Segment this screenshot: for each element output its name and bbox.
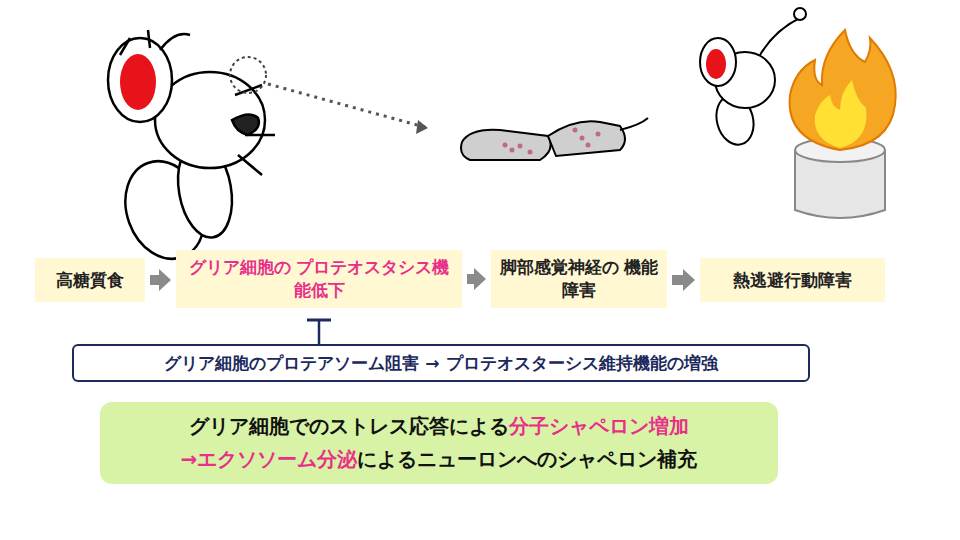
- intervention-box: グリア細胞のプロテアソーム阻害 → プロテオスターシス維持機能の増強: [72, 344, 810, 382]
- process-box: 脚部感覚神経の 機能障害: [491, 250, 667, 308]
- inhibition-line: [318, 320, 321, 344]
- mechanism-box: グリア細胞でのストレス応答による分子シャペロン増加→エクソソーム分泌によるニュー…: [100, 402, 778, 484]
- node-text: 熱逃避行動障害: [733, 269, 852, 292]
- connector: [467, 268, 486, 290]
- flame-inner: [815, 80, 867, 148]
- process-box: 熱逃避行動障害: [700, 258, 885, 302]
- process-box: 高糖質食: [35, 258, 145, 302]
- node-text: 高糖質食: [56, 269, 124, 292]
- text-line: グリア細胞でのストレス応答による分子シャペロン増加: [189, 410, 689, 443]
- zoom-arrowhead: [416, 120, 428, 134]
- process-box: グリア細胞の プロテオスタシス機能低下: [176, 250, 462, 308]
- connector: [150, 269, 171, 291]
- connector: [672, 269, 695, 291]
- flow-arrow: [672, 269, 695, 291]
- node-text: 分子シャペロン増加: [509, 414, 689, 438]
- text-line: →エクソソーム分泌によるニューロンへのシャペロン補充: [181, 443, 698, 476]
- node-text: によるニューロンへのシャペロン補充: [357, 447, 697, 471]
- flame-outer: [790, 30, 896, 150]
- flow-arrow: [150, 269, 171, 291]
- connector: [307, 320, 331, 344]
- focus-circle: [230, 57, 266, 93]
- flow-arrow: [467, 268, 486, 290]
- node-text: →エクソソーム分泌: [181, 447, 358, 471]
- fly-large: [108, 30, 275, 270]
- leg-segment: [461, 118, 648, 160]
- inhibition-bar: [307, 319, 331, 322]
- node-text: グリア細胞のプロテアソーム阻害 → プロテオスターシス維持機能の増強: [164, 352, 717, 375]
- node-text: グリア細胞の プロテオスタシス機能低下: [184, 256, 454, 302]
- leg-dots: [503, 128, 601, 155]
- fly-eye: [120, 54, 156, 110]
- fly-small: [700, 8, 806, 149]
- node-text: グリア細胞でのストレス応答による: [189, 414, 509, 438]
- zoom-leader: [268, 84, 428, 128]
- fly-eye-small: [706, 49, 726, 79]
- node-text: 脚部感覚神経の 機能障害: [499, 256, 659, 302]
